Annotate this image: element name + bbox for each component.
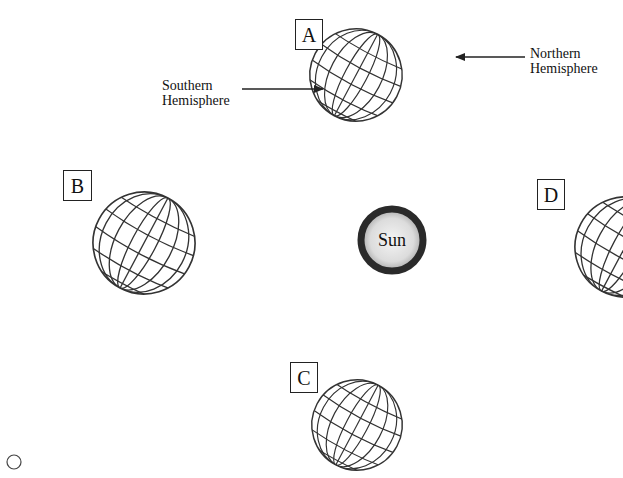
hemisphere-label: Northern Hemisphere: [530, 47, 610, 76]
earth-globe: [294, 13, 419, 138]
hemisphere-label: Southern Hemisphere: [162, 79, 242, 108]
leader-arrow: [456, 56, 525, 57]
sun-circle: Sun: [357, 205, 427, 275]
earth-globe: [75, 174, 213, 312]
letter-box: B: [63, 170, 92, 201]
letter-box: D: [537, 179, 565, 210]
leader-arrow: [240, 88, 323, 89]
sun-label: Sun: [378, 230, 406, 251]
earth-globe: [557, 179, 623, 314]
radio-circle: [7, 455, 21, 469]
letter-box: C: [290, 362, 318, 393]
position-letter: A: [302, 25, 316, 45]
letter-box: A: [295, 19, 323, 50]
position-letter: C: [297, 368, 310, 388]
position-letter: B: [71, 176, 84, 196]
position-letter: D: [544, 185, 558, 205]
